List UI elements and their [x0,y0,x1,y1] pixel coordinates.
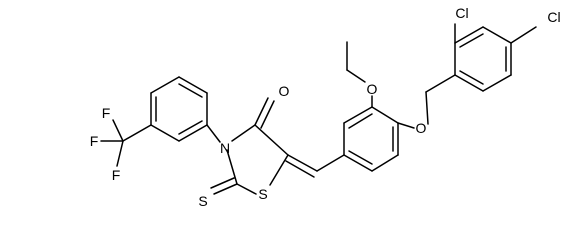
atom-label-f: F [102,105,111,121]
atom-label-f: F [112,167,121,183]
atom-label-o: O [367,81,378,97]
atom-label-n: N [220,140,230,156]
molecule-structure: Cl Cl O O O N S S F F F [90,5,561,209]
ethoxy-group [346,41,373,108]
benzylidene-ring [343,106,399,172]
atom-label-cl: Cl [455,5,468,21]
trifluoromethyl-group [100,119,124,167]
benzyloxy-linker [397,74,456,129]
atom-label-cl: Cl [547,9,560,25]
atom-label-s: S [258,186,267,202]
atom-labels: Cl Cl O O O N S S F F F [90,5,561,209]
thiazolidinone-ring [210,97,289,195]
atom-label-o: O [279,83,290,99]
atom-label-f: F [90,133,99,149]
atom-label-o: O [416,120,427,136]
dichlorophenyl-ring [454,23,537,92]
atom-label-s: S [198,193,207,209]
methylidene-bridge [285,154,345,178]
trifluoromethylphenyl-ring [122,76,221,143]
